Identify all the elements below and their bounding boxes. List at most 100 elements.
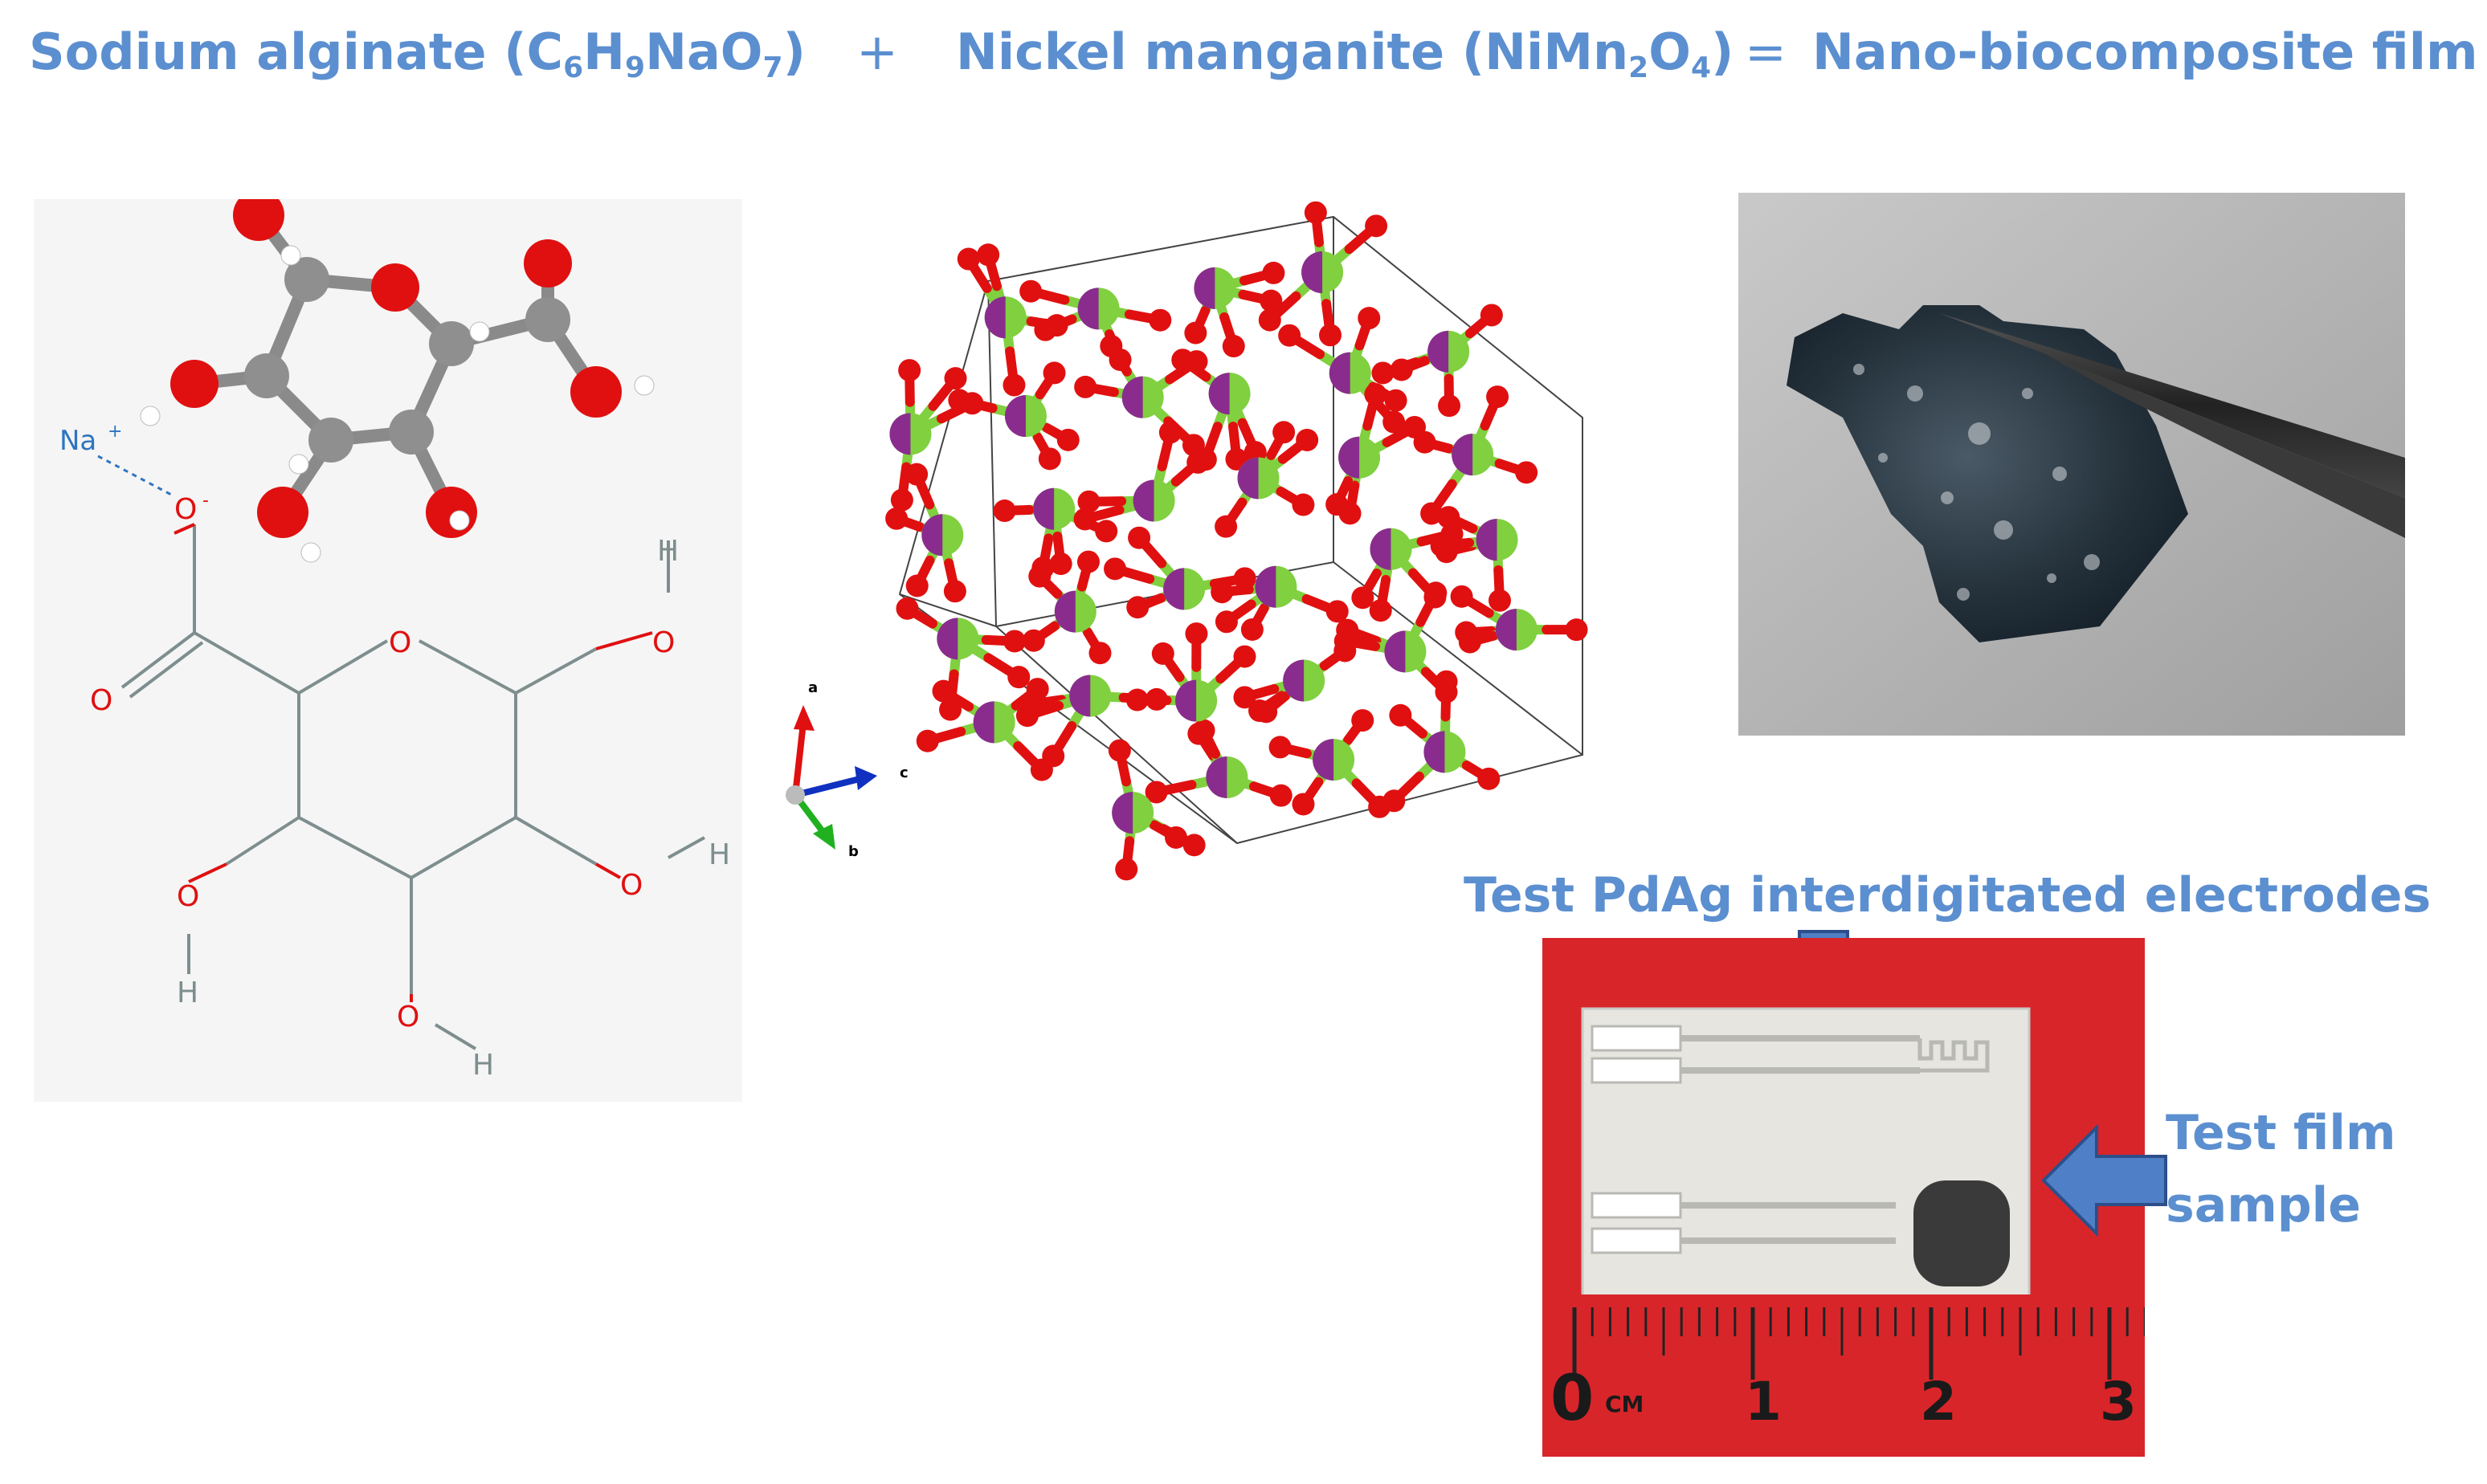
title-nickel-manganite: Nickel manganite (NiMn2O4) [956,22,1734,84]
manganese-atom [1206,756,1227,798]
hydrogen-atom [300,542,321,563]
ionic-interaction-line [97,455,175,498]
oxygen-atom [1333,630,1357,653]
oxygen-atom [1126,596,1150,619]
oxygen-atom [1003,630,1027,653]
oxygen-atom [1192,719,1215,742]
oxygen-atom [916,729,939,752]
axis-a-label: a [808,679,818,696]
oxygen-atom [1042,744,1065,768]
hydroxyl-oxygen-label: O [397,1001,419,1034]
manganese-atom [921,514,943,556]
oxygen-atom [1351,586,1374,610]
title-sodium-alginate: Sodium alginate (C6H9NaO7) [29,22,806,84]
manganese-atom [1313,739,1334,781]
oxygen-atom [1215,515,1238,538]
oxygen-atom [1015,704,1039,728]
oxygen-atom [1488,589,1511,612]
oxygen-atom [957,247,980,271]
oxygen-atom [1437,506,1460,529]
oxygen-atom [1477,767,1501,790]
oxygen-atom [1145,781,1168,804]
oxygen-atom [898,359,921,382]
oxygen-atom [939,698,962,721]
oxygen-atom [977,243,1000,267]
oxygen-atom [1272,421,1296,444]
oxygen-atom [944,367,967,390]
manganese-atom [1370,528,1391,570]
alginate-structure: Na + O - O O O [59,199,730,1082]
oxygen-atom [1292,793,1315,816]
carbon-atom [525,297,570,342]
hydrogen-atom [449,510,470,531]
oxygen-atom [1382,789,1406,813]
manganese-atom [973,701,994,744]
oxygen-atom [1325,600,1349,623]
manganese-atom [1495,609,1517,651]
oxygen-atom [1486,385,1509,409]
hydrogen-atom [280,245,301,266]
oxygen-atom [1043,361,1066,385]
interdigitated-pattern [1917,1038,1990,1073]
oxygen-atom [1077,490,1101,513]
oxygen-atom [1435,670,1458,693]
hydrogen-atom [288,454,309,475]
oxygen-atom [1269,784,1293,807]
ruler-ticks [1572,1307,2145,1380]
oxygen-atom [1389,703,1412,727]
oxygen-atom [948,389,971,412]
manganese-atom [1163,568,1185,610]
ruler-label-0: 0 [1550,1363,1594,1435]
oxygen-atom [1073,508,1096,531]
oxygen-atom [1185,622,1208,646]
electrode-traces [1680,1035,1920,1244]
hydroxyl-hydrogen-label: H [472,1049,494,1082]
na-charge: + [108,422,122,442]
oxygen-atom [426,487,477,538]
film-sample-label: Test film sample [2166,1097,2396,1241]
oxygen-atom [1076,550,1100,573]
electrode-photo: 0 CM 1 2 3 [1542,938,2145,1457]
ruler-label-3: 3 [2100,1371,2137,1433]
oxygen-atom [1007,666,1031,689]
manganese-atom [1175,679,1197,722]
oxygen-atom [1292,493,1315,516]
ruler-label-2: 2 [1920,1371,1957,1433]
test-film-sample-on-electrode [1913,1180,2010,1286]
oxygen-atom [1258,308,1281,332]
oxygen-atom [1003,373,1026,397]
oxygen-atom [1171,349,1194,372]
oxygen-atom [257,487,308,538]
electrodes-label: Test PdAg interdigitated electrodes [1464,867,2432,923]
axis-c-label: c [900,764,909,781]
oxygen-atom [1165,826,1187,849]
manganese-atom [1427,330,1449,373]
manganese-atom [1476,519,1497,561]
oxygen-atom [885,507,909,530]
oxygen-atom [1450,585,1473,608]
carbon-atom [244,353,289,398]
oxygen-atom [1211,581,1234,604]
manganese-atom [1255,565,1276,608]
oxygen-atom [1515,461,1538,484]
manganese-atom [1033,487,1055,530]
oxygen-atom [1074,375,1097,398]
na-label: Na [59,425,96,457]
oxygen-atom [890,488,913,512]
oxygen-atom [1108,739,1131,762]
hydroxyl-oxygen-label: O [652,626,675,659]
oxygen-atom [1278,324,1301,347]
oxygen-atom [1182,834,1206,857]
hydroxyl-hydrogen-label: H [657,535,679,568]
oxygen-atom [1100,334,1123,357]
oxygen-atom [1351,709,1374,732]
oxygen-atom [993,499,1016,523]
manganese-atom [1069,675,1091,717]
oxygen-atom [1438,394,1461,418]
oxygen-atom [1034,318,1057,341]
oxygen-atom [1268,736,1292,759]
axis-b-label: b [848,843,859,860]
oxygen-atom [1369,599,1392,622]
oxygen-atom [905,574,929,597]
oxygen-atom [1128,526,1151,549]
